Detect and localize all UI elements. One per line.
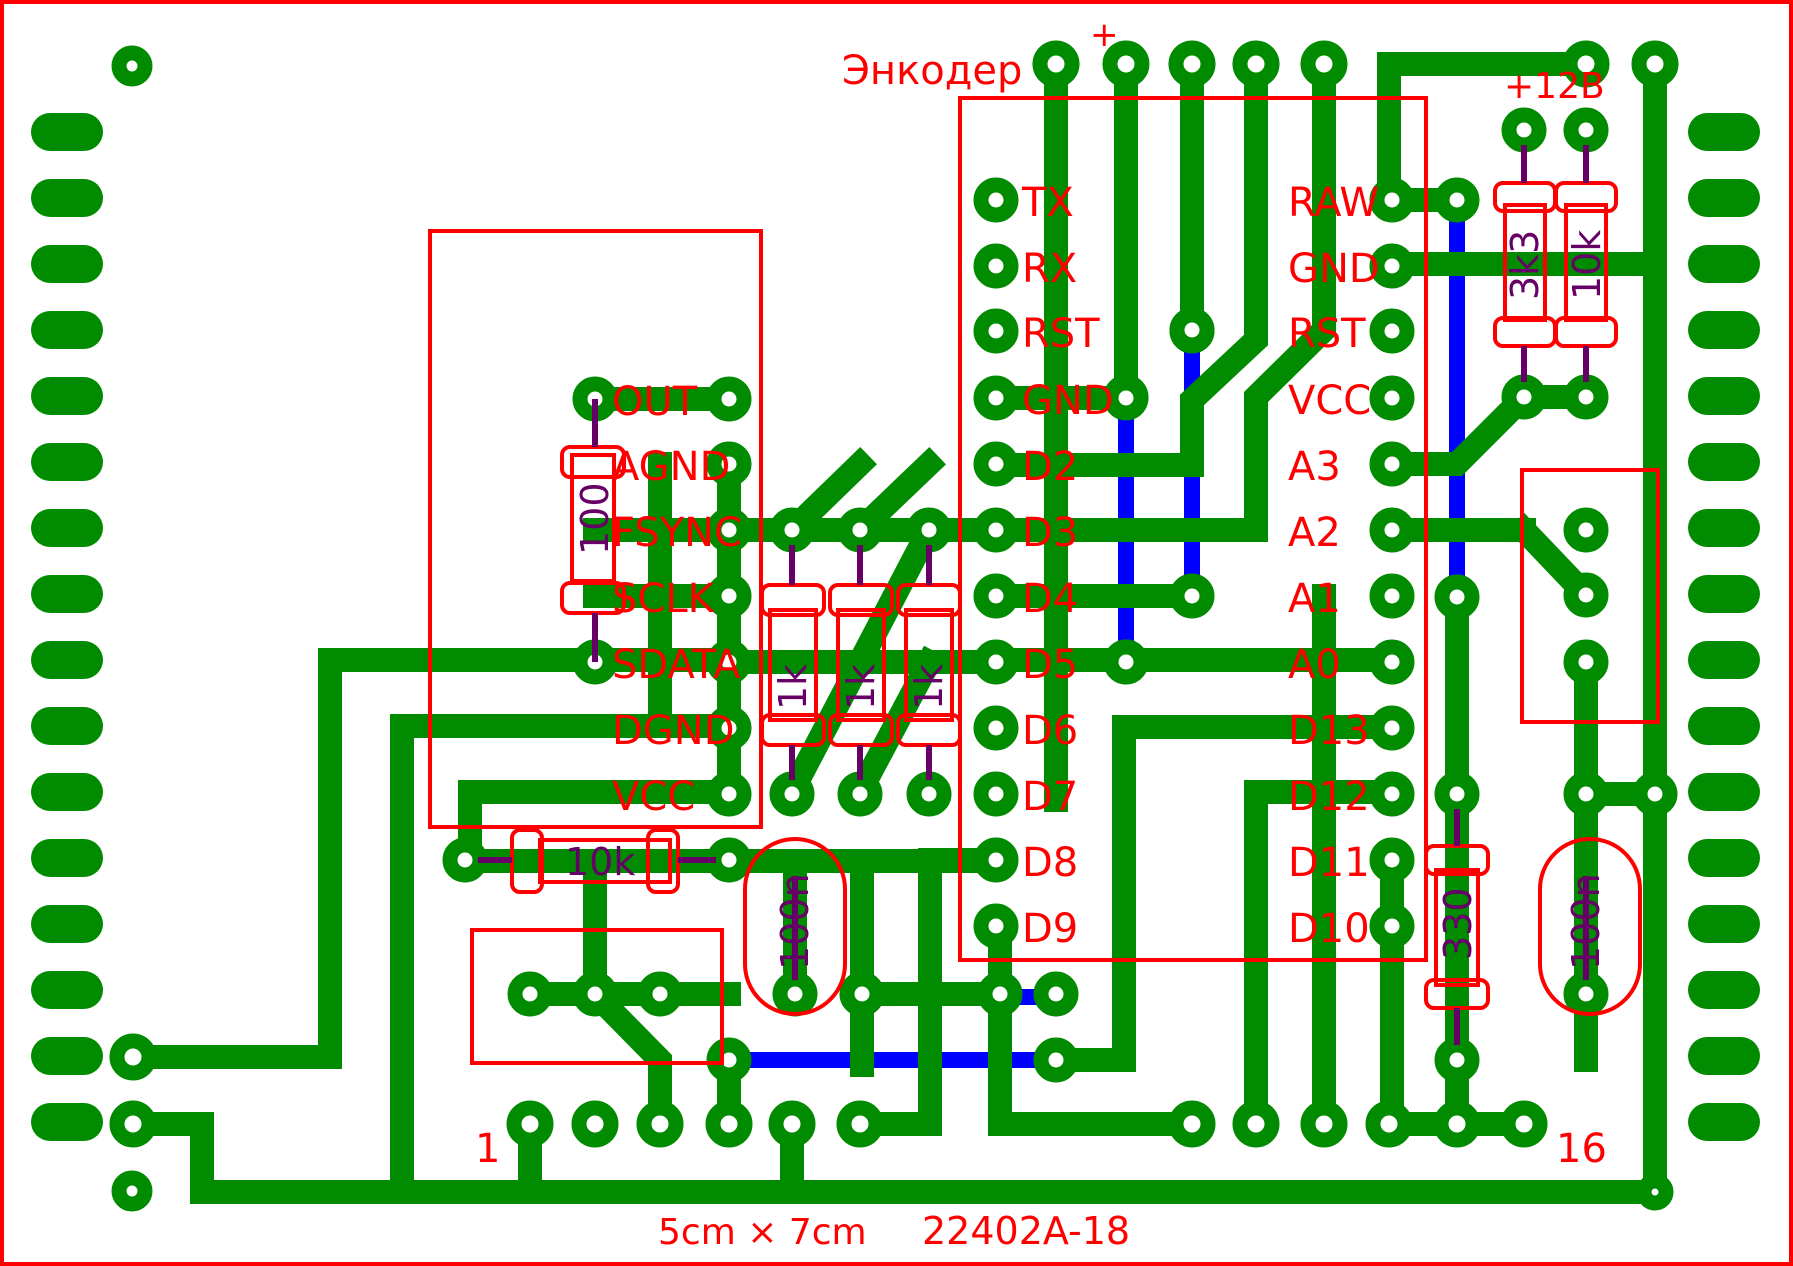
pin-label: D2 xyxy=(1022,444,1078,490)
pin-label: RST xyxy=(1022,311,1100,357)
resistor-100-value: 100 xyxy=(573,482,617,555)
connector-pin-1-label: 1 xyxy=(475,1126,500,1172)
pin-label: GND xyxy=(1288,246,1380,292)
silkscreen xyxy=(428,96,1660,1065)
pin-label: D6 xyxy=(1022,708,1078,754)
resistor-10k-top-value: 10k xyxy=(1565,230,1609,300)
pin-label: D9 xyxy=(1022,906,1078,952)
pin-label: D4 xyxy=(1022,576,1078,622)
bottom-connector-pads xyxy=(506,1100,1548,1148)
pin-label: D7 xyxy=(1022,774,1078,820)
pin-label: TX xyxy=(1021,180,1074,226)
capacitor-right-value: 100n xyxy=(1564,873,1608,970)
resistor-1k-a-value: 1k xyxy=(771,664,815,710)
pin-label: D5 xyxy=(1022,642,1078,688)
resistor-10k-bottom-value: 10k xyxy=(565,840,635,884)
pin-label: OUT xyxy=(612,379,698,425)
pin-label: D13 xyxy=(1288,708,1370,754)
encoder-title: Энкодер xyxy=(842,48,1022,94)
resistor-1k-c-value: 1k xyxy=(907,664,951,710)
module-labels: OUT AGND FSYNC SCLK SDATA DGND VCC xyxy=(612,379,742,820)
arduino-left-pads xyxy=(973,177,1019,949)
arduino-right-pads xyxy=(1369,177,1415,949)
pin-label: D3 xyxy=(1022,510,1078,556)
pin-label: DGND xyxy=(612,708,735,754)
pin-label: D12 xyxy=(1288,774,1370,820)
pin-label: D11 xyxy=(1288,840,1370,886)
power-12v-label: +12В xyxy=(1504,66,1605,107)
edge-connector-right xyxy=(1688,113,1760,1141)
pin-label: A1 xyxy=(1288,576,1341,622)
pin-label: A2 xyxy=(1288,510,1341,556)
board-id-label: 22402A-18 xyxy=(922,1209,1130,1253)
pin-label: AGND xyxy=(612,444,730,490)
connector-pin-16-label: 16 xyxy=(1556,1126,1607,1172)
encoder-header-pads xyxy=(1032,40,1348,88)
pin-label: A3 xyxy=(1288,444,1341,490)
pin-label: VCC xyxy=(1288,378,1371,424)
edge-connector-left xyxy=(31,113,103,1141)
pin-label: D10 xyxy=(1288,906,1370,952)
capacitor-left-value: 100n xyxy=(773,873,817,970)
power-plus-label: + xyxy=(1090,15,1119,55)
resistor-330-value: 330 xyxy=(1436,887,1480,960)
pin-label: VCC xyxy=(612,774,695,820)
misc-pads xyxy=(109,45,1678,1212)
pin-label: SDATA xyxy=(612,642,741,688)
arduino-right-labels: RAW GND RST VCC A3 A2 A1 A0 D13 D12 D11 … xyxy=(1288,180,1380,952)
pin-label: FSYNC xyxy=(612,510,742,556)
pin-label: GND xyxy=(1022,378,1114,424)
pin-label: RAW xyxy=(1288,180,1379,226)
power-header-pads xyxy=(1562,40,1679,88)
arduino-left-labels: TX RX RST GND D2 D3 D4 D5 D6 D7 D8 D9 xyxy=(1021,180,1114,952)
pin-label: D8 xyxy=(1022,840,1078,886)
pin-label: SCLK xyxy=(612,576,716,622)
pin-label: RST xyxy=(1288,311,1366,357)
pin-label: RX xyxy=(1022,246,1077,292)
resistor-1k-b-value: 1k xyxy=(839,664,883,710)
pin-label: A0 xyxy=(1288,642,1341,688)
board-size-label: 5cm × 7cm xyxy=(658,1212,867,1253)
module-pads xyxy=(442,376,752,883)
resistor-3k3-value: 3k3 xyxy=(1503,230,1547,300)
